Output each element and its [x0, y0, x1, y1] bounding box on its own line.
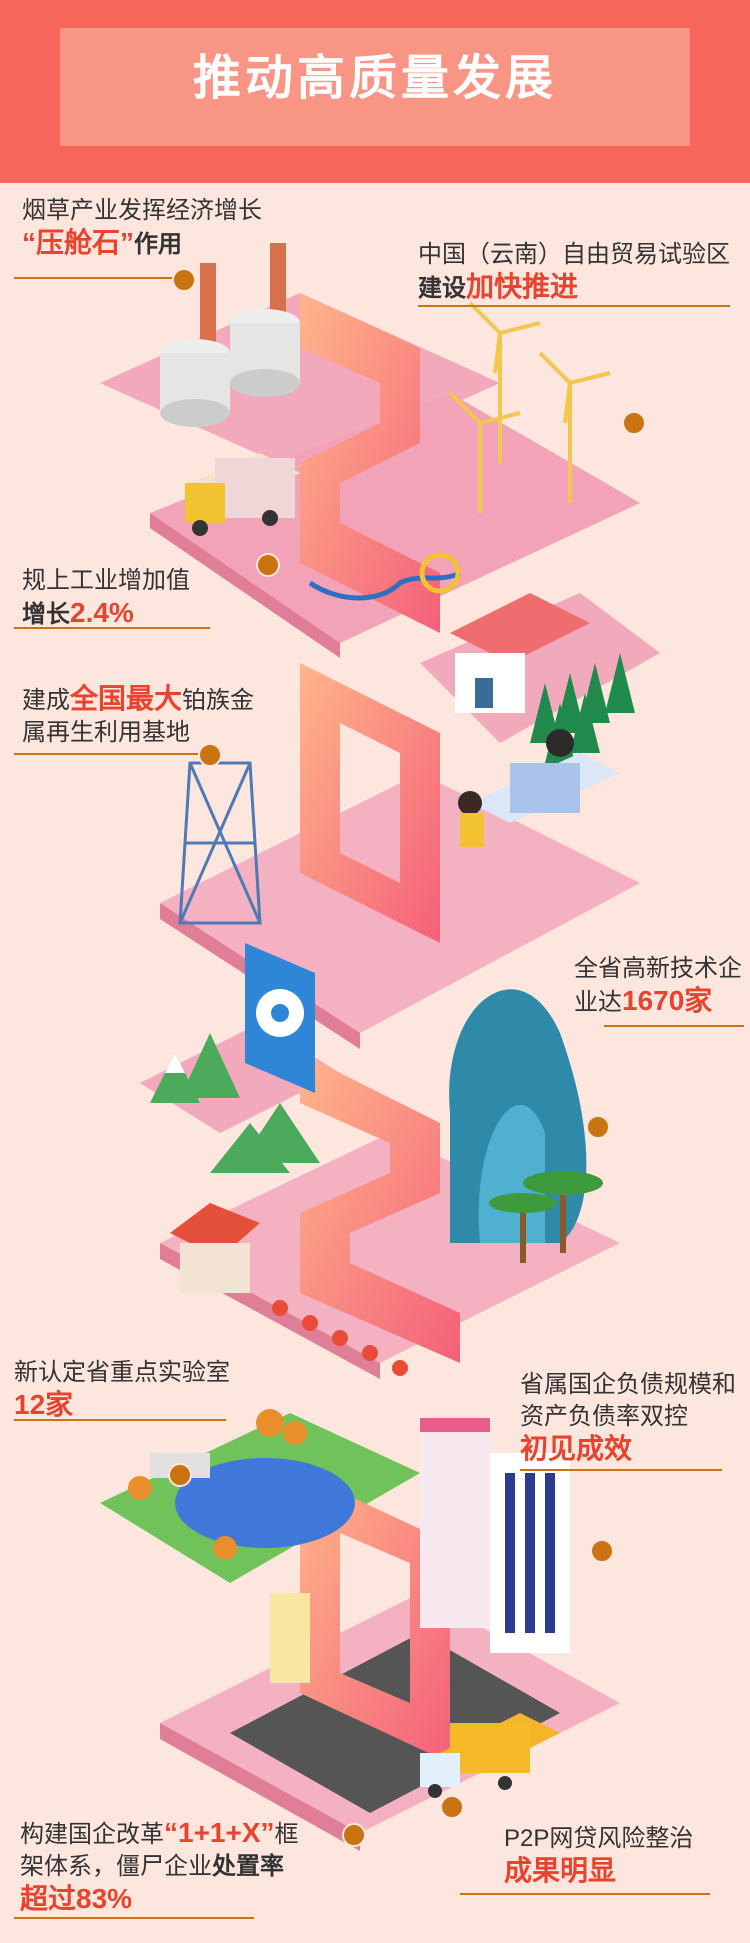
item-p2p-risk: P2P网贷风险整治 成果明显 — [504, 1823, 693, 1889]
leader-line — [460, 1893, 710, 1895]
item-text: 铂族金 — [182, 687, 255, 714]
quote-mark: ” — [260, 1817, 275, 1848]
item-platinum-recycling: 建成全国最大铂族金 属再生利用基地 — [22, 683, 254, 749]
item-text: 资产负债率双控 — [520, 1403, 688, 1430]
item-highlight: 全国最大 — [70, 683, 183, 714]
leader-line — [604, 1025, 744, 1027]
autumn-trees — [128, 1409, 307, 1560]
quote-mark: ” — [120, 227, 135, 258]
wind-turbine-icon — [448, 301, 611, 513]
digit-2-top — [300, 293, 440, 633]
item-free-trade-zone: 中国（云南）自由贸易试验区 建设加快推进 — [418, 239, 730, 305]
item-highlight: 2.4% — [70, 597, 134, 628]
beach-umbrellas — [272, 1300, 408, 1376]
item-text: 规上工业增加值 — [22, 567, 190, 594]
leader-line — [418, 305, 730, 307]
quote-mark: “ — [22, 227, 36, 258]
gear-icon — [245, 943, 315, 1093]
item-highlight: 1670家 — [622, 985, 713, 1016]
stethoscope-icon — [308, 552, 462, 601]
item-tobacco-industry: 烟草产业发挥经济增长 “压舱石”作用 — [22, 195, 262, 261]
item-text: 作用 — [134, 231, 183, 258]
leader-line — [14, 277, 172, 279]
item-text: 业达 — [574, 989, 622, 1016]
item-bold: 建设 — [418, 275, 466, 302]
village-house-icon — [170, 1103, 320, 1293]
leader-dot — [586, 1115, 610, 1139]
tower-icon — [178, 761, 262, 925]
item-text: P2P网贷风险整治 — [504, 1825, 694, 1852]
item-text: 构建国企改革 — [20, 1821, 164, 1848]
banner-inner-panel — [60, 28, 690, 146]
palm-tree-icon — [489, 1171, 603, 1263]
item-text: 架体系，僵尸企业 — [20, 1853, 212, 1880]
leader-line — [14, 1419, 226, 1421]
item-highlight: 超过83% — [20, 1883, 133, 1914]
item-text: 省属国企负债规模和 — [520, 1371, 736, 1398]
isometric-illustration — [100, 243, 660, 1851]
office-desk-icon — [458, 729, 620, 847]
illustration-stage: 烟草产业发挥经济增长 “压舱石”作用 中国（云南）自由贸易试验区 建设加快推进 … — [0, 183, 750, 1943]
item-text: 建成 — [22, 687, 70, 714]
item-text: 全省高新技术企 — [574, 955, 742, 982]
leader-dot — [622, 411, 646, 435]
leader-dot — [256, 553, 280, 577]
title-banner: 推动高质量发展 — [0, 0, 750, 183]
leader-line — [14, 627, 210, 629]
leader-dot — [198, 743, 222, 767]
item-industrial-value-added: 规上工业增加值 增长2.4% — [22, 565, 190, 631]
item-highlight: 1+1+X — [178, 1817, 261, 1848]
mountain-icon — [150, 1033, 240, 1103]
item-highlight: 12家 — [14, 1389, 74, 1420]
item-text: 中国（云南）自由贸易试验区 — [418, 241, 730, 268]
quote-mark: “ — [164, 1817, 178, 1848]
leader-dot — [590, 1539, 614, 1563]
digit-2-lower — [300, 1053, 460, 1363]
item-text: 新认定省重点实验室 — [14, 1359, 230, 1386]
delivery-truck-icon — [420, 1713, 560, 1798]
item-bold: 增长 — [22, 601, 70, 628]
truck-icon — [185, 453, 300, 536]
office-building-icon — [270, 1418, 570, 1683]
digit-0-bottom — [300, 1473, 450, 1763]
item-text: 框 — [274, 1821, 299, 1848]
leader-dot — [440, 1795, 464, 1819]
leader-line — [14, 753, 200, 755]
leader-dot — [168, 1463, 192, 1487]
digit-0-upper — [300, 663, 440, 943]
item-text: 属再生利用基地 — [22, 719, 190, 746]
factory-chimney-icon — [160, 243, 300, 427]
item-text: 烟草产业发挥经济增长 — [22, 197, 262, 224]
lake-icon — [150, 1453, 355, 1548]
item-highlight: 初见成效 — [520, 1433, 633, 1464]
leader-dot — [172, 268, 196, 292]
item-highlight: 成果明显 — [504, 1855, 617, 1886]
item-key-laboratories: 新认定省重点实验室 12家 — [14, 1357, 230, 1423]
item-soe-reform-framework: 构建国企改革“1+1+X”框 架体系，僵尸企业处置率 超过83% — [20, 1817, 299, 1917]
leader-line — [520, 1469, 722, 1471]
item-soe-debt-control: 省属国企负债规模和 资产负债率双控 初见成效 — [520, 1369, 736, 1467]
leader-line — [14, 1917, 254, 1919]
item-highlight: 加快推进 — [466, 271, 579, 302]
house-icon — [450, 593, 590, 713]
page-title: 推动高质量发展 — [192, 52, 557, 105]
leader-dot — [342, 1823, 366, 1847]
item-bold: 处置率 — [212, 1853, 284, 1880]
item-high-tech-enterprises: 全省高新技术企 业达1670家 — [574, 953, 742, 1019]
item-highlight: 压舱石 — [36, 227, 121, 258]
